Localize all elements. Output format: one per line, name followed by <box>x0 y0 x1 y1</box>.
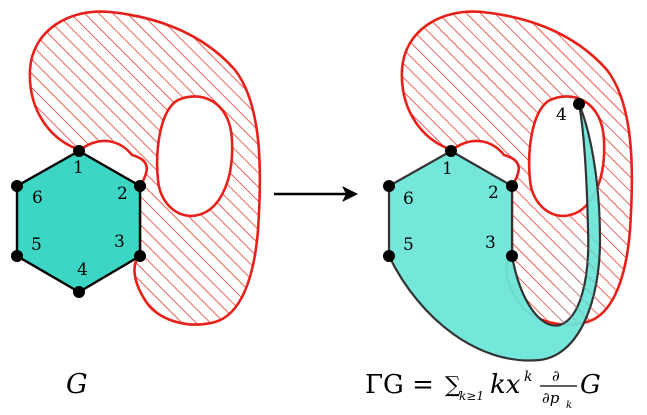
right-vertex-3 <box>506 250 518 262</box>
left-vertex-4 <box>73 286 85 298</box>
left-vertex-5 <box>11 250 23 262</box>
left-vertex-label-5: 5 <box>31 235 42 255</box>
right-vertex-6 <box>383 180 395 192</box>
formula-frac-den: ∂p <box>542 389 560 407</box>
formula-frac-num: ∂ <box>552 367 560 385</box>
left-vertex-2 <box>134 180 146 192</box>
formula-sum-index: k≥1 <box>459 389 484 403</box>
right-vertex-label-3: 3 <box>485 233 496 253</box>
left-caption: G <box>66 369 88 400</box>
left-vertex-3 <box>134 250 146 262</box>
formula-lhs: ΓG = <box>365 370 442 400</box>
right-vertex-4 <box>573 98 585 110</box>
right-vertex-label-6: 6 <box>403 189 414 209</box>
formula-sum: ∑ <box>445 373 461 398</box>
left-vertex-label-4: 4 <box>77 260 88 280</box>
left-vertex-1 <box>73 145 85 157</box>
left-vertex-label-1: 1 <box>73 158 84 178</box>
right-vertex-5 <box>383 250 395 262</box>
right-caption-formula: ΓG = ∑ k≥1 kx k ∂ ∂p k G <box>365 367 601 411</box>
right-vertex-label-1: 1 <box>442 159 453 179</box>
right-figure: 1 2 3 4 5 6 ΓG = ∑ k≥1 kx k ∂ ∂p k G <box>365 10 634 411</box>
right-vertex-2 <box>506 180 518 192</box>
left-vertex-6 <box>11 180 23 192</box>
right-glued-face <box>387 103 602 362</box>
right-hatch-through-strip <box>548 235 598 324</box>
formula-term-exp: k <box>524 369 532 385</box>
right-vertex-label-5: 5 <box>403 235 414 255</box>
left-vertex-label-3: 3 <box>114 232 125 252</box>
left-figure: 1 2 3 4 5 6 G <box>11 10 262 400</box>
left-vertex-label-6: 6 <box>32 188 43 208</box>
left-vertex-label-2: 2 <box>117 184 128 204</box>
transform-arrow <box>274 186 358 202</box>
formula-tail: G <box>580 370 601 400</box>
formula-term: kx <box>490 370 521 400</box>
formula-frac-den-sub: k <box>566 400 572 411</box>
right-vertex-1 <box>445 145 457 157</box>
right-vertex-label-4: 4 <box>556 105 567 125</box>
right-vertex-label-2: 2 <box>488 183 499 203</box>
